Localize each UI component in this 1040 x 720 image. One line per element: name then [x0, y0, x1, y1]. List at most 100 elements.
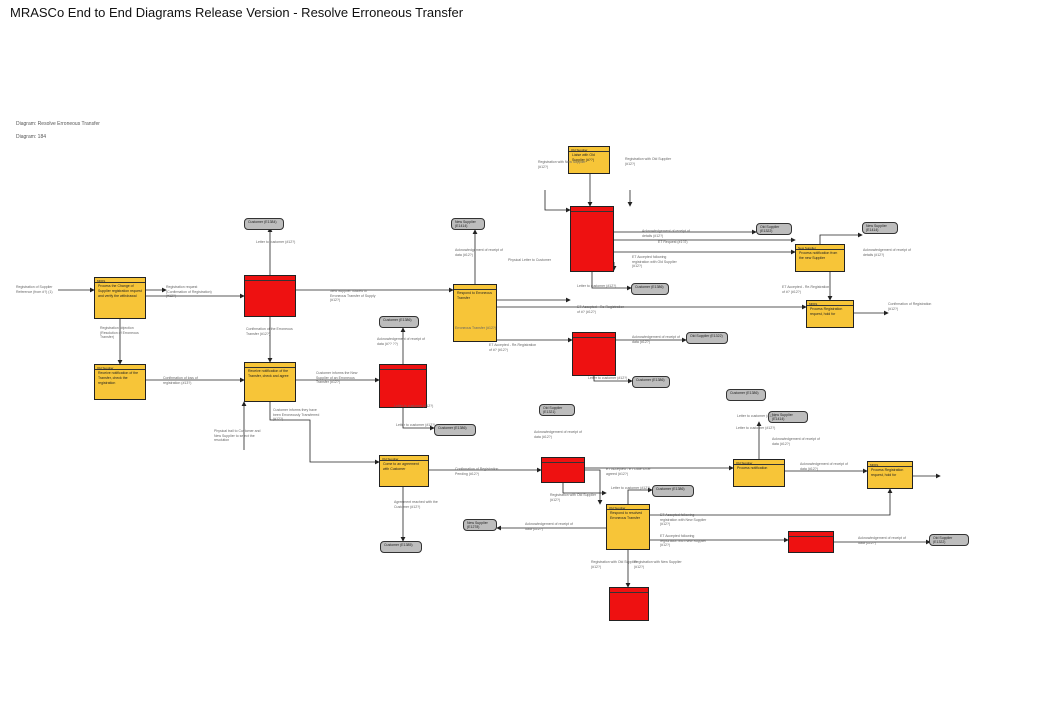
- terminal-node[interactable]: Old Supplier (E1322): [686, 332, 728, 344]
- process-box-text: [573, 338, 615, 340]
- terminal-node[interactable]: Customer (E1385): [380, 541, 422, 553]
- flow-label: Letter to customer (#12?): [737, 414, 777, 418]
- process-box-role: [245, 276, 295, 281]
- connector-27: [591, 272, 632, 291]
- process-box[interactable]: [570, 206, 614, 272]
- connector-17: [544, 190, 571, 213]
- process-box-role: [789, 532, 833, 537]
- flow-label: ET Accepted - Re-Registration of #? (#12…: [782, 285, 830, 294]
- flow-label: Acknowledgement of receipt of data (#12?…: [525, 522, 573, 531]
- flow-label: Confirmation of loss of registration (#1…: [163, 376, 198, 385]
- process-box-text: [542, 463, 584, 465]
- process-box[interactable]: [609, 587, 649, 621]
- process-box-role: [573, 333, 615, 338]
- flow-label: Acknowledgement of receipt of data (#12?…: [455, 248, 503, 257]
- flow-label: Acknowledgement of receipt of data (#12?…: [858, 536, 906, 545]
- flow-label: Registration request (Confirmation of Re…: [166, 285, 212, 298]
- flow-label: ET Request (#1?2): [658, 240, 688, 244]
- process-box-role: MPAS: [807, 301, 853, 306]
- flow-label: Acknowledgement of receipt of data (#?? …: [377, 337, 425, 346]
- flow-label: Registration of Supplier Reference (from…: [16, 285, 53, 294]
- terminal-node[interactable]: New Supplier (E1414): [451, 218, 485, 230]
- process-box-text: [380, 370, 426, 372]
- flow-label: Registration objection (Resolution of Er…: [100, 326, 139, 339]
- terminal-node[interactable]: Customer (E1386): [379, 316, 419, 328]
- process-box-role: New Supplier: [796, 245, 844, 250]
- flow-label: Letter to customer (#12?): [577, 284, 617, 288]
- flow-label: Acknowledgement of receipt of details (#…: [863, 248, 911, 257]
- diagram-name: Diagram: Resolve Erroneous Transfer: [16, 121, 100, 127]
- process-box-text: Process the Change of Supplier registrat…: [98, 284, 142, 298]
- flow-label: Letter to customer (#12?): [611, 486, 651, 490]
- flow-label: ET Accepted - ET Date to be agreed (#12?…: [606, 467, 651, 476]
- process-box-text: Process notification: [737, 466, 768, 470]
- process-box[interactable]: Receive notification of the Transfer, ch…: [244, 362, 296, 402]
- process-box-role: Old Supplier: [380, 456, 428, 461]
- process-box-role: [571, 207, 613, 212]
- terminal-node[interactable]: Customer (E1386): [652, 485, 694, 497]
- flow-label: Acknowledgement of receipt of data (#12?…: [534, 430, 582, 439]
- connector-38: [585, 469, 603, 505]
- process-box-role: Old Supplier: [607, 505, 649, 510]
- process-box-text: [789, 537, 833, 539]
- terminal-node[interactable]: Old Supplier (E1322): [756, 223, 792, 235]
- terminal-node[interactable]: Customer (E1386): [726, 389, 766, 401]
- page-title: MRASCo End to End Diagrams Release Versi…: [10, 5, 464, 20]
- terminal-node[interactable]: New Supplier (E1414): [768, 411, 808, 423]
- diagram-number: Diagram: 184: [16, 134, 47, 140]
- flow-label: Acknowledgement of receipt of details (#…: [642, 229, 690, 238]
- terminal-node[interactable]: Customer (E1386): [631, 283, 669, 295]
- terminal-node[interactable]: Old Supplier (E1322): [929, 534, 969, 546]
- process-box-text: Process notification from the new Suppli…: [799, 251, 838, 260]
- flow-label: ET Accepted following registration with …: [632, 255, 677, 268]
- terminal-node[interactable]: Customer (E1384): [244, 218, 284, 230]
- flow-label: Registration with New Supplier (#12?): [538, 160, 586, 169]
- flow-label: ET Accepted following registration with …: [660, 534, 707, 547]
- process-box-text: [610, 593, 648, 595]
- process-box-text: Come to an agreement with Customer: [383, 462, 419, 471]
- flow-label: Letter to customer (#12?): [588, 376, 628, 380]
- flow-label: Customer informs the New Supplier of an …: [316, 371, 358, 384]
- connector-23: [819, 232, 863, 244]
- flow-label: Letter to customer (#12?): [256, 240, 296, 244]
- connector-30: [593, 376, 633, 384]
- flow-label: Confirmation of the Erroneous Transfer (…: [246, 327, 293, 336]
- process-box[interactable]: [541, 457, 585, 483]
- terminal-node[interactable]: Customer (E1386): [632, 376, 670, 388]
- terminal-node[interactable]: New Supplier (E1278): [463, 519, 497, 531]
- process-box-role: Old Supplier: [734, 460, 784, 465]
- process-box[interactable]: [379, 364, 427, 408]
- process-box[interactable]: [788, 531, 834, 553]
- terminal-node[interactable]: Customer (E1386): [434, 424, 476, 436]
- flow-label: Acknowledgement of receipt of data (#12?…: [800, 462, 848, 471]
- process-box-role: [610, 588, 648, 593]
- connector-12: [402, 408, 435, 431]
- flow-label: New Supplier notified of Erroneous Trans…: [330, 289, 376, 302]
- process-box[interactable]: [244, 275, 296, 317]
- flow-label: Agreement reached with the Customer (#12…: [394, 500, 438, 509]
- terminal-node[interactable]: New Supplier (E1414): [862, 222, 898, 234]
- flow-label: Registration with New Supplier (#12?): [634, 560, 682, 569]
- terminal-node[interactable]: Old Supplier (E1321): [539, 404, 575, 416]
- process-box-role: [380, 365, 426, 370]
- process-box[interactable]: Respond to Erroneous Transfer: [453, 284, 497, 342]
- flow-label: Confirmation of Registration Pending (#1…: [455, 467, 499, 476]
- flow-label: Registration with Old Supplier (#12?): [591, 560, 638, 569]
- process-box-text: [245, 281, 295, 283]
- process-box[interactable]: [572, 332, 616, 376]
- process-box-text: Process Registration request, hold for: [871, 468, 904, 477]
- flow-label: Customer informs they have been Erroneou…: [273, 408, 320, 421]
- process-box-text: Respond to resolved Erroneous Transfer: [610, 511, 643, 520]
- flow-label: Acknowledgement of receipt of data (#12?…: [632, 335, 680, 344]
- process-box-text: Receive notification of the Transfer, ch…: [248, 369, 289, 378]
